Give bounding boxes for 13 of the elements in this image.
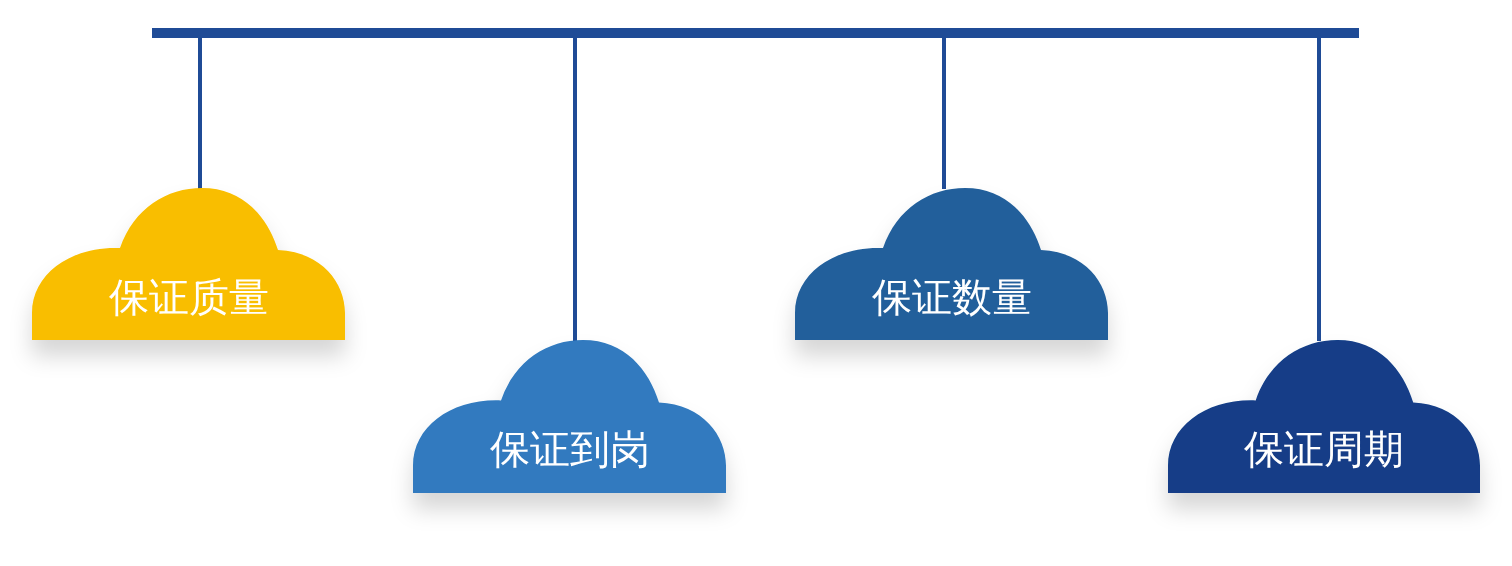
hanging-line: [573, 38, 577, 341]
cloud-label: 保证周期: [1243, 425, 1405, 474]
cloud-label: 保证质量: [107, 273, 270, 322]
cloud-node: [413, 340, 726, 493]
hanging-line: [942, 38, 946, 189]
hanging-line: [198, 38, 202, 189]
cloud-node: [795, 188, 1108, 340]
hanger-bar: [152, 28, 1359, 38]
cloud-label: 保证数量: [870, 273, 1033, 322]
cloud-node: [1168, 340, 1480, 493]
cloud-label: 保证到岗: [488, 425, 651, 474]
hanging-line: [1317, 38, 1321, 341]
cloud-node: [32, 188, 345, 340]
